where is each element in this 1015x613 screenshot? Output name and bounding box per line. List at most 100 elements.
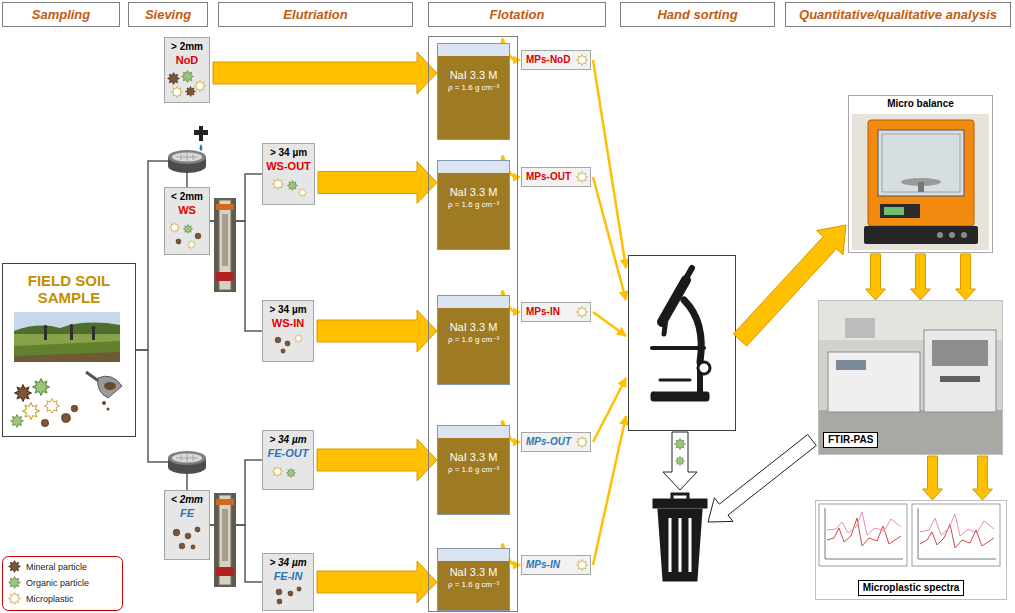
fraction-box-fill (262, 430, 314, 490)
block-arrow (973, 456, 993, 500)
micro-balance-photo (937, 232, 943, 238)
spectrum-image (920, 524, 994, 548)
block-arrow (911, 254, 931, 300)
flotation-beaker: NaI 3.3 Mρ = 1.6 g cm⁻³ (437, 548, 510, 611)
fraction-box: < 2mmWS (164, 187, 210, 255)
transfer-arrow (593, 177, 626, 300)
ftir-pas-photo (924, 330, 996, 412)
node-label: FE-OUT (268, 446, 309, 460)
fraction-box-fill (164, 490, 210, 560)
field-sample-picture (2, 263, 132, 437)
node-label: Quantitative/qualitative analysis (799, 7, 997, 23)
sieve-icon (168, 150, 206, 164)
fraction-box: > 34 µmFE-OUT (262, 430, 314, 490)
block-arrow (956, 254, 976, 300)
block-arrow (317, 310, 437, 352)
node-label: Flotation (490, 7, 545, 23)
node-label: ρ = 1.6 g cm⁻³ (448, 464, 499, 475)
legend-box (3, 557, 123, 611)
field-sample-picture (44, 325, 48, 329)
tap-icon (194, 130, 208, 141)
micro-balance-photo (864, 226, 978, 244)
field-sample-picture (14, 323, 120, 334)
microplastic-icon (577, 55, 588, 66)
field-sample-picture (71, 405, 77, 411)
node-label: Microplastic spectra (858, 580, 965, 596)
microplastic-box: MPs-OUT (521, 167, 591, 187)
particle-icons (182, 71, 194, 83)
fraction-box: > 2mmNoD (164, 37, 210, 103)
micro-balance-photo (882, 134, 960, 192)
illustration (675, 439, 686, 450)
spectra-panel: Microplastic spectra (815, 500, 1007, 600)
node-label: > 34 µm (270, 147, 307, 159)
particle-icons (285, 341, 290, 346)
particle-icons (298, 188, 306, 196)
trash-icon (654, 494, 706, 580)
spectrum-image (819, 504, 907, 566)
flotation-beaker: NaI 3.3 Mρ = 1.6 g cm⁻³ (437, 43, 510, 140)
block-arrow (317, 310, 437, 352)
field-sample-picture (62, 414, 71, 423)
transfer-arrow (593, 60, 626, 565)
instrument-photo: Micro balance (848, 95, 993, 253)
particle-icons (273, 467, 283, 477)
microplastic-box-fill (521, 50, 591, 70)
ftir-pas-photo (818, 410, 1003, 455)
node-label: ρ = 1.6 g cm⁻³ (448, 199, 499, 210)
spectrum-image (827, 512, 901, 535)
block-arrow (317, 561, 437, 603)
node-label: NaI 3.3 M (450, 68, 498, 82)
particle-icons (277, 599, 282, 604)
trash-icon (670, 518, 690, 572)
field-sample-picture (14, 352, 120, 362)
node-label: < 2mm (171, 494, 203, 506)
node-label: > 2mm (171, 41, 203, 53)
microscope-icon (698, 362, 710, 374)
node-label: WS (178, 203, 196, 217)
fraction-box: > 34 µmWS-OUT (262, 143, 315, 205)
elutriation-photo (216, 272, 234, 281)
node-label: MPs-IN (526, 559, 560, 571)
elutriation-photo (216, 204, 234, 210)
particle-icons (288, 591, 293, 596)
microscope-icon (664, 318, 666, 334)
node-label: MPs-OUT (526, 171, 571, 183)
field-sample-picture (70, 328, 73, 340)
particle-icons (187, 240, 195, 248)
node-label: ρ = 1.6 g cm⁻³ (448, 82, 499, 93)
microplastic-box: MPs-NoD (521, 50, 591, 70)
micro-balance-photo (961, 232, 967, 238)
node-label: ρ = 1.6 g cm⁻³ (448, 579, 499, 590)
field-sample-picture (45, 399, 60, 414)
legend-box (9, 593, 21, 605)
fraction-box-fill (262, 300, 314, 362)
field-sample-picture (2, 263, 132, 437)
node-label: NaI 3.3 M (450, 185, 498, 199)
micro-balance-photo (852, 114, 989, 250)
fraction-box-fill (164, 187, 210, 255)
microscope-icon (684, 300, 701, 362)
node-label: Micro balance (887, 98, 954, 110)
microplastic-icon (577, 55, 588, 571)
fraction-box-fill (164, 37, 210, 103)
block-arrow (911, 254, 931, 300)
sorting-box (629, 256, 736, 431)
particle-icons (170, 223, 180, 233)
block-arrow (318, 162, 437, 204)
fraction-box-fill (164, 37, 314, 611)
fraction-box: > 34 µmFE-IN (262, 553, 314, 611)
fraction-box: > 34 µmWS-IN (262, 300, 314, 362)
elutriation-photo (214, 198, 236, 292)
tap-icon (194, 126, 208, 151)
particle-icons (195, 233, 201, 239)
trash-icon (654, 500, 706, 507)
legend-label: Microplastic (26, 593, 74, 605)
field-sample-picture (98, 376, 122, 398)
particle-icons (191, 545, 195, 549)
sieve-icon (168, 150, 206, 173)
discard-arrow (708, 435, 816, 523)
field-sample-picture (14, 312, 120, 362)
microplastic-icon (577, 172, 588, 183)
elutriation-photo (214, 198, 236, 292)
